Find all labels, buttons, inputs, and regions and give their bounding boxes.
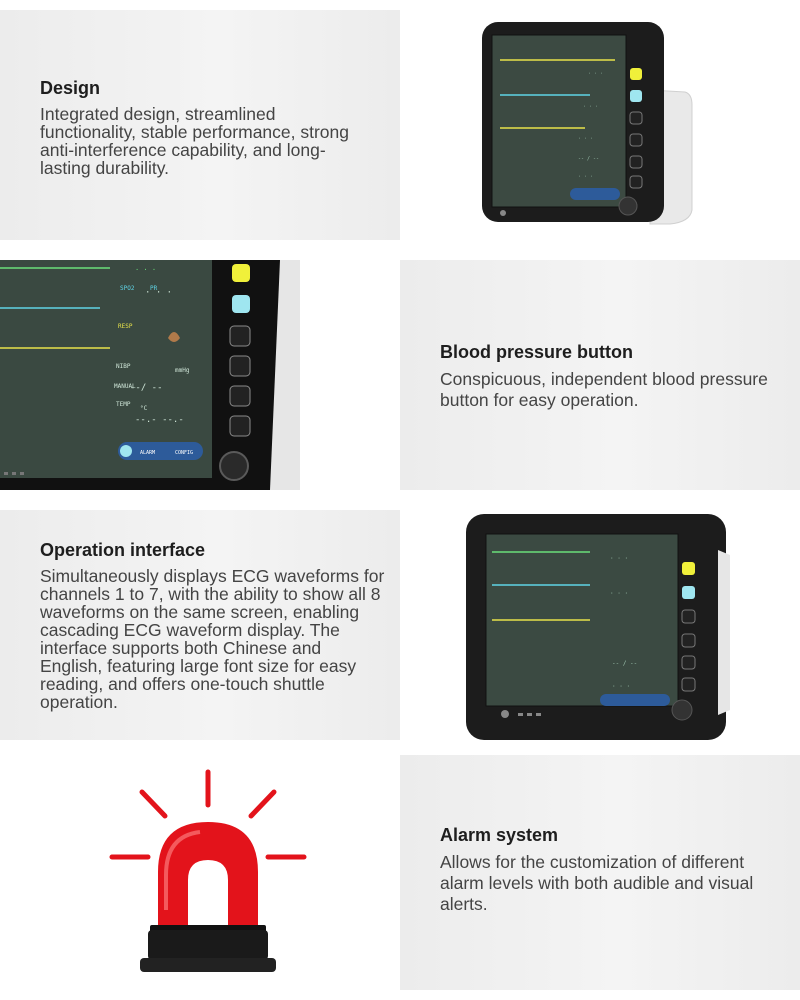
bp-title: Blood pressure button bbox=[440, 342, 633, 362]
svg-text:-- / --: -- / -- bbox=[578, 156, 599, 162]
design-image-panel: · · · · · · · · · -- / -- · · · bbox=[400, 10, 800, 240]
temp-label: TEMP bbox=[116, 401, 131, 408]
svg-text:· · ·: · · · bbox=[583, 104, 598, 110]
mmhg-label: mmHg bbox=[175, 367, 190, 374]
interface-description: Simultaneously displays ECG waveforms fo… bbox=[40, 566, 385, 712]
pr-label: PR bbox=[150, 285, 158, 292]
svg-text:· · ·: · · · bbox=[578, 136, 593, 142]
design-title: Design bbox=[40, 78, 101, 98]
svg-text:· · ·: · · · bbox=[612, 683, 630, 690]
monitor-closeup-image: · · · SPO2 PR RESP NIBP mmHg MANUAL TEMP… bbox=[0, 260, 300, 490]
interface-section: Operation interface Simultaneously displ… bbox=[0, 510, 400, 740]
bp-section: Blood pressure button Conspicuous, indep… bbox=[400, 260, 800, 490]
design-description: Integrated design, streamlined functiona… bbox=[40, 104, 350, 178]
patient-monitor-front-image: · · · · · · -- / -- · · · bbox=[466, 514, 730, 740]
svg-text:· · ·: · · · bbox=[578, 174, 593, 180]
design-section: Design Integrated design, streamlined fu… bbox=[0, 10, 400, 240]
bp-image-panel: · · · SPO2 PR RESP NIBP mmHg MANUAL TEMP… bbox=[0, 260, 400, 490]
alarm-description: Allows for the customization of differen… bbox=[440, 852, 754, 914]
manual-label: MANUAL bbox=[114, 383, 136, 390]
svg-text:--.- --.-: --.- --.- bbox=[135, 415, 184, 425]
svg-text:· · ·: · · · bbox=[610, 555, 628, 562]
resp-label: RESP bbox=[118, 323, 133, 330]
spo2-label: SPO2 bbox=[120, 285, 135, 292]
svg-text:· · ·: · · · bbox=[610, 590, 628, 597]
bp-description: Conspicuous, independent blood pressure … bbox=[440, 369, 768, 410]
alarm-tab-label: ALARM bbox=[140, 450, 155, 456]
patient-monitor-image: · · · · · · · · · -- / -- · · · bbox=[482, 22, 693, 225]
alarm-light-icon bbox=[109, 769, 307, 972]
interface-title: Operation interface bbox=[40, 540, 206, 560]
config-tab-label: CONFIG bbox=[175, 450, 193, 456]
temp-unit-label: °C bbox=[140, 405, 148, 412]
interface-image-panel: · · · · · · -- / -- · · · bbox=[400, 510, 800, 740]
alarm-title: Alarm system bbox=[440, 825, 559, 845]
alarm-image-panel bbox=[0, 760, 400, 990]
svg-text:· · ·: · · · bbox=[145, 288, 172, 298]
alarm-section: Alarm system Allows for the customizatio… bbox=[400, 755, 800, 990]
svg-text:· · ·: · · · bbox=[588, 71, 603, 77]
svg-text:-- / --: -- / -- bbox=[612, 660, 637, 667]
svg-text:· · ·: · · · bbox=[135, 266, 156, 274]
nibp-label: NIBP bbox=[116, 363, 131, 370]
svg-text:--/ --: --/ -- bbox=[130, 383, 163, 393]
